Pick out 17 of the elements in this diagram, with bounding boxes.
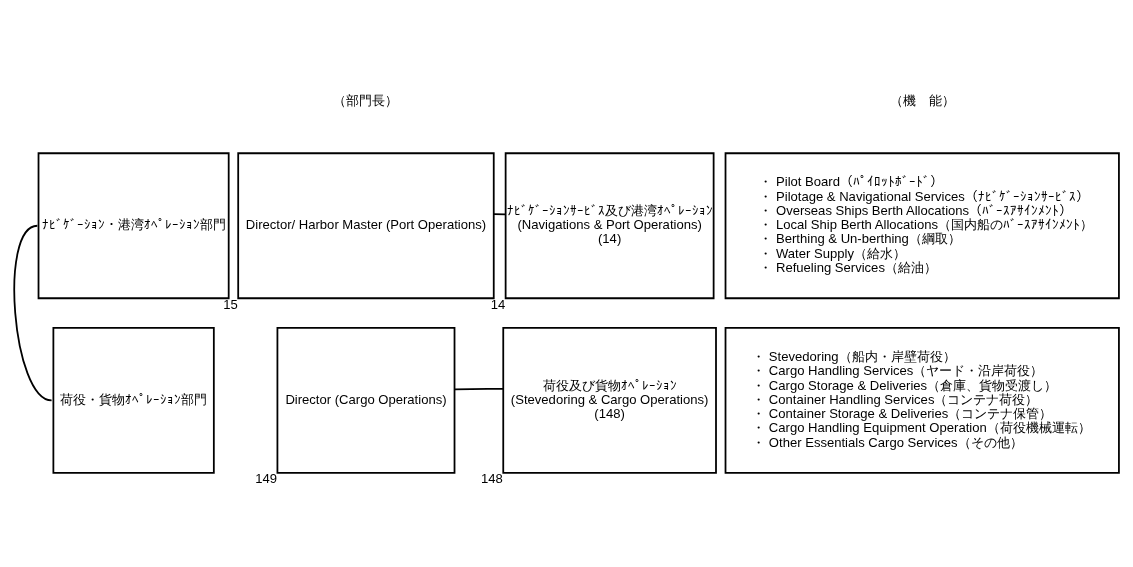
node-box: ・ Stevedoring（船内・岸壁荷役） ・ Cargo Handling Services（ヤード・沿岸荷役） ・ Cargo Storage & Deliveries（倉庫、貨物受渡し） ・ Container Handling Services（コンテナ荷役） ・ Container Storage & Deliveries（コンテナ保管） ・ Cargo Handling Equipment Operation（荷役機械運転） ・ Other Essentials Cargo Services（その他） [724, 326, 1120, 474]
connector [492, 212, 507, 215]
connector [13, 224, 53, 401]
node-box: ﾅﾋﾞｹﾞｰｼｮﾝ・港湾ｵﾍﾟﾚｰｼｮﾝ部門 [37, 151, 230, 299]
node-box: 荷役・貨物ｵﾍﾟﾚｰｼｮﾝ部門 [52, 326, 215, 474]
label: （部門長） [333, 92, 399, 108]
node-box: Director/ Harbor Master (Port Operations) [237, 151, 495, 299]
node-label: 148 [481, 470, 503, 486]
node-box: ﾅﾋﾞｹﾞｰｼｮﾝｻｰﾋﾞｽ及び港湾ｵﾍﾟﾚｰｼｮﾝ (Navigations & Port Operations) (14) [504, 151, 715, 299]
node-box: 荷役及び貨物ｵﾍﾟﾚｰｼｮﾝ (Stevedoring & Cargo Operations) (148) [502, 326, 717, 474]
node-label: 149 [255, 470, 278, 486]
node-box: Director (Cargo Operations) [276, 326, 456, 474]
node-label: 14 [490, 296, 506, 312]
node-box: ・ Pilot Board（ﾊﾟｲﾛｯﾄﾎﾞｰﾄﾞ） ・ Pilotage & Navigational Services（ﾅﾋﾞｹﾞｰｼｮﾝｻｰﾋﾞｽ） ・ Overseas Ships Berth Allocations（ﾊﾞｰｽｱｻｲﾝﾒﾝﾄ） ・ Local Ship Berth Allocations（国内船のﾊﾞｰｽｱｻｲﾝﾒﾝﾄ） ・ Berthing & Un-berthing（綱取） ・ Water Supply（給水） ・ Refueling Services（給油） [724, 151, 1120, 299]
node-label: 15 [223, 296, 238, 312]
label: （機 能） [889, 92, 955, 108]
connector [453, 387, 505, 390]
